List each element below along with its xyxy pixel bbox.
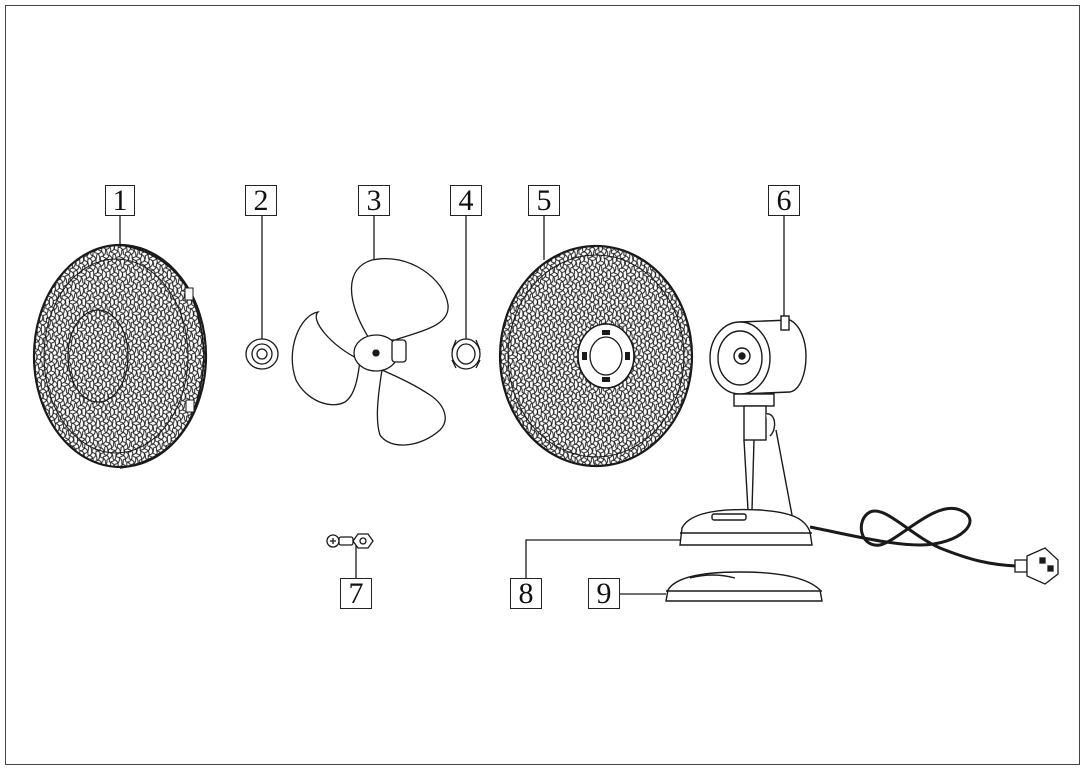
base-top bbox=[679, 508, 813, 546]
front-grille bbox=[498, 244, 694, 468]
callout-4: 4 bbox=[450, 185, 482, 216]
callout-8: 8 bbox=[510, 578, 542, 609]
callout-9: 9 bbox=[588, 578, 620, 609]
callout-7: 7 bbox=[340, 578, 372, 609]
spinner-cap bbox=[245, 338, 279, 370]
callout-2: 2 bbox=[245, 185, 277, 216]
leader-lines bbox=[119, 216, 785, 595]
callout-1: 1 bbox=[105, 185, 135, 216]
grille-nut bbox=[451, 338, 481, 370]
drawing-frame bbox=[5, 5, 1080, 765]
callout-6: 6 bbox=[768, 185, 800, 216]
rear-grille bbox=[32, 243, 208, 469]
fan-blade bbox=[291, 258, 449, 446]
callout-5: 5 bbox=[528, 185, 560, 216]
base-bottom bbox=[665, 571, 823, 602]
callout-3: 3 bbox=[358, 185, 390, 216]
motor-housing bbox=[709, 315, 807, 516]
power-cord bbox=[809, 506, 1019, 568]
plug bbox=[1014, 547, 1059, 585]
screw-and-nut bbox=[326, 533, 374, 549]
